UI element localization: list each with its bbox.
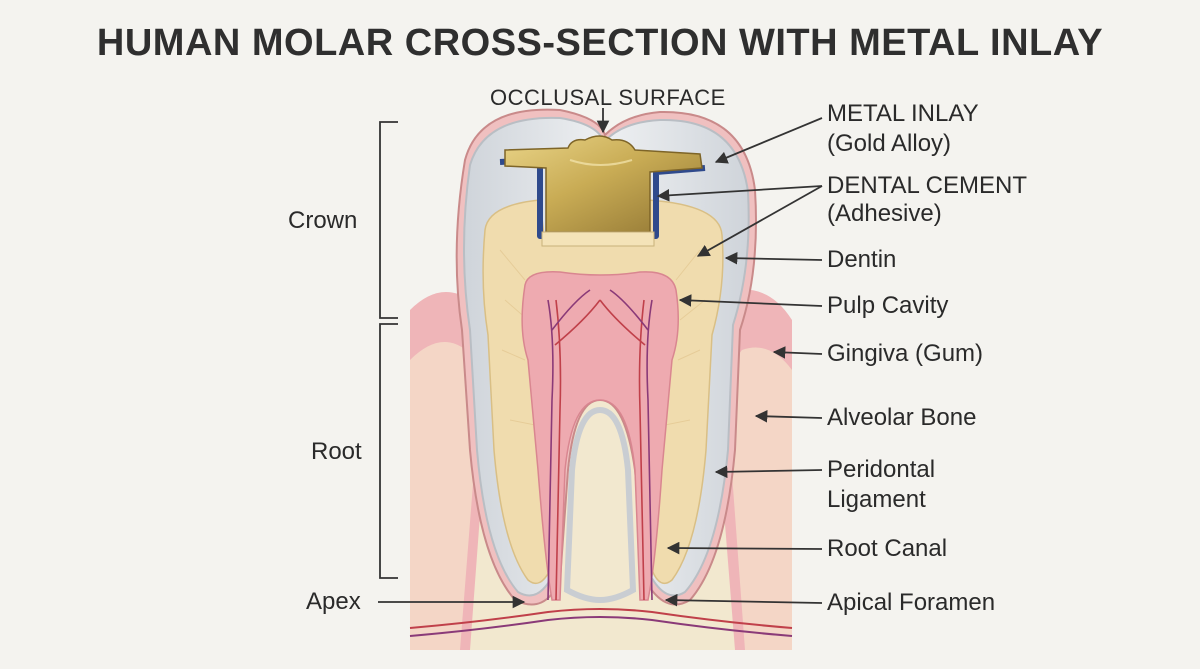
label-periodontal-ligament-2: Ligament (827, 486, 926, 513)
pulp-vessels (547, 289, 653, 601)
dentin-texture (499, 249, 706, 426)
leader-cement-1 (656, 185, 823, 202)
label-metal-inlay-sub: (Gold Alloy) (827, 130, 952, 157)
crown-bracket (379, 121, 398, 319)
label-gingiva: Gingiva (Gum) (827, 340, 984, 367)
label-root: Root (311, 438, 362, 465)
label-crown: Crown (288, 207, 358, 234)
leader-dentin (724, 251, 823, 265)
label-dental-cement: DENTAL CEMENT (827, 172, 1028, 199)
leader-bone (754, 410, 823, 423)
diagram-title: HUMAN MOLAR CROSS-SECTION WITH METAL INL… (96, 22, 1104, 64)
label-occlusal-surface: OCCLUSAL SURFACE (490, 85, 726, 110)
label-metal-inlay: METAL INLAY (827, 100, 979, 127)
leader-pulp (678, 294, 823, 307)
metal-inlay (504, 135, 703, 233)
label-dentin: Dentin (827, 246, 897, 273)
label-root-canal: Root Canal (827, 535, 948, 562)
label-apex: Apex (306, 588, 361, 615)
leader-root-canal (666, 541, 823, 555)
leader-apical (664, 593, 823, 607)
leader-ligament (714, 465, 823, 479)
label-periodontal-ligament-1: Peridontal (827, 456, 936, 483)
leader-metal-inlay (714, 117, 823, 164)
root-interradicular (563, 406, 637, 604)
label-apical-foramen: Apical Foramen (827, 589, 996, 616)
leader-cement-2 (696, 185, 823, 257)
label-pulp-cavity: Pulp Cavity (827, 292, 949, 319)
gingiva-left-inner (410, 342, 478, 650)
base-vessels (409, 608, 793, 637)
root-bracket (379, 323, 398, 579)
gingiva-right-inner (728, 347, 792, 650)
label-alveolar-bone: Alveolar Bone (827, 404, 977, 431)
leader-gingiva (772, 346, 823, 359)
label-dental-cement-sub: (Adhesive) (827, 200, 942, 227)
